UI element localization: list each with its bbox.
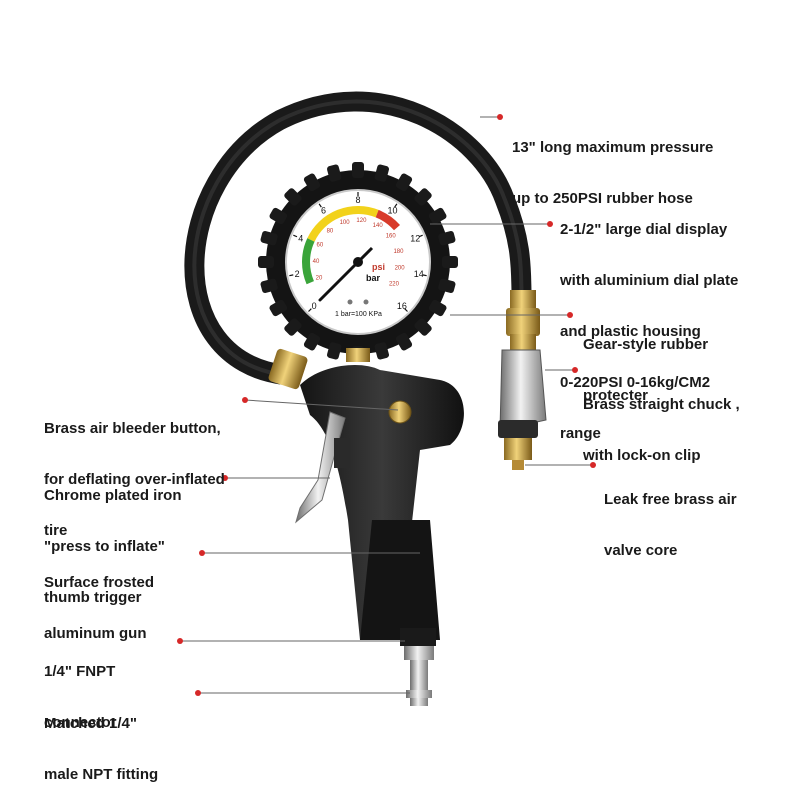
callout-fitting-line-2: male NPT fitting xyxy=(44,766,159,783)
gauge-bar-tick-label: 0 xyxy=(312,301,317,311)
gauge-psi-tick-label: 160 xyxy=(386,234,397,240)
aluminum-gun-body xyxy=(300,365,464,646)
gauge-yellow-band xyxy=(307,206,379,242)
callout-chuck-line-2: with lock-on clip xyxy=(583,447,701,464)
callout-dot-chuck xyxy=(572,367,578,373)
hose-brass-fitting-left xyxy=(268,348,308,390)
callout-dot-fitting xyxy=(195,690,201,696)
gauge-bar-tick-label: 14 xyxy=(414,269,424,279)
gauge-conversion-label: 1 bar=100 KPa xyxy=(335,311,382,318)
gauge-bar-tick-label: 10 xyxy=(387,205,397,215)
callout-connector: 1/4" FNPT connector xyxy=(44,629,117,748)
callout-trigger-line-3: thumb trigger xyxy=(44,589,142,606)
gauge-bar-tick xyxy=(318,203,322,208)
gauge-psi-tick-label: 80 xyxy=(327,229,334,235)
callout-dial: 2-1/2" large dial display with aluminium… xyxy=(560,187,738,459)
gauge-bar-tick-label: 2 xyxy=(295,269,300,279)
gauge-bar-tick-label: 8 xyxy=(355,195,360,205)
callout-connector-line-2: connector xyxy=(44,714,117,731)
gauge-bar-tick xyxy=(394,203,398,208)
gauge-bar-tick-label: 6 xyxy=(321,205,326,215)
gauge-psi-tick-label: 120 xyxy=(356,218,367,224)
callout-gear: Gear-style rubber protecter xyxy=(583,302,708,421)
callout-dot-hose xyxy=(497,114,503,120)
callout-dial-line-5: range xyxy=(560,425,601,442)
callout-dial-line-1: 2-1/2" large dial display xyxy=(560,221,728,238)
gauge-bar-tick xyxy=(404,308,408,312)
callout-dot-trigger xyxy=(222,475,228,481)
callout-gun-line-1: Surface frosted xyxy=(44,574,155,591)
gauge-red-band xyxy=(375,209,401,231)
gauge-bar-tick xyxy=(418,234,423,238)
callout-dot-gear xyxy=(567,312,573,318)
gauge-psi-tick-label: 20 xyxy=(316,276,323,282)
gauge-psi-tick-label: 200 xyxy=(395,266,406,272)
brass-chuck-assembly xyxy=(498,290,547,470)
gauge-bar-label: bar xyxy=(366,273,381,283)
callout-fitting-line-1: Matched 1/4" xyxy=(44,715,137,732)
gauge-psi-label: psi xyxy=(372,262,385,272)
callout-trigger: Chrome plated iron "press to inflate" th… xyxy=(44,453,182,623)
gauge-psi-tick-label: 40 xyxy=(313,259,320,265)
chrome-trigger[interactable] xyxy=(295,411,346,524)
callout-dial-line-4: 0-220PSI 0-16kg/CM2 xyxy=(560,374,711,391)
callout-hose: 13" long maximum pressure up to 250PSI r… xyxy=(512,105,713,224)
callout-trigger-line-1: Chrome plated iron xyxy=(44,487,182,504)
gauge-needle xyxy=(318,260,360,302)
gauge-psi-tick-label: 220 xyxy=(389,282,400,288)
callout-dot-connector xyxy=(177,638,183,644)
callout-bleeder-line-2: for deflating over-inflated xyxy=(44,471,225,488)
gauge-psi-tick-label: 60 xyxy=(317,242,324,248)
male-npt-fitting xyxy=(404,646,434,706)
gauge-bar-tick-label: 4 xyxy=(298,233,303,243)
callout-chuck-line-1: Brass straight chuck , xyxy=(583,396,740,413)
callout-dial-line-3: and plastic housing xyxy=(560,323,701,340)
callout-connector-line-1: 1/4" FNPT xyxy=(44,663,116,680)
gauge-psi-tick-label: 180 xyxy=(393,249,404,255)
callout-dot-core xyxy=(590,462,596,468)
callout-gear-line-1: Gear-style rubber xyxy=(583,336,709,353)
callout-dot-bleeder xyxy=(242,397,248,403)
gauge-bar-tick xyxy=(289,274,294,277)
callout-fitting: Matched 1/4" male NPT fitting xyxy=(44,681,158,800)
gauge-bar-tick-label: 12 xyxy=(410,233,420,243)
gauge-bar-tick-label: 16 xyxy=(397,301,407,311)
callout-hose-line-1: 13" long maximum pressure xyxy=(512,139,714,156)
gauge-bar-tick xyxy=(293,234,298,238)
callout-dial-line-2: with aluminium dial plate xyxy=(560,272,739,289)
callout-trigger-line-2: "press to inflate" xyxy=(44,538,165,555)
callout-bleeder: Brass air bleeder button, for deflating … xyxy=(44,386,225,556)
gauge-bar-tick xyxy=(422,274,427,277)
gauge-psi-tick-label: 140 xyxy=(373,223,384,229)
gauge-psi-tick-label: 100 xyxy=(340,220,351,226)
callout-gun-line-2: aluminum gun xyxy=(44,625,147,642)
gauge-bar-tick xyxy=(308,308,312,312)
callout-bleeder-line-3: tire xyxy=(44,522,68,539)
callout-core-line-1: Leak free brass air xyxy=(604,491,737,508)
callout-dot-gun xyxy=(199,550,205,556)
brass-bleeder-button[interactable] xyxy=(388,400,412,424)
callout-chuck: Brass straight chuck , with lock-on clip xyxy=(583,362,740,481)
gauge-green-band xyxy=(302,238,315,285)
gauge-brass-stem xyxy=(346,348,370,362)
callout-dot-dial xyxy=(547,221,553,227)
callout-core: Leak free brass air valve core xyxy=(604,457,737,576)
callout-hose-line-2: up to 250PSI rubber hose xyxy=(512,190,693,207)
callout-gun: Surface frosted aluminum gun xyxy=(44,540,154,659)
callout-core-line-2: valve core xyxy=(604,542,678,559)
callout-gear-line-2: protecter xyxy=(583,387,649,404)
callout-bleeder-line-1: Brass air bleeder button, xyxy=(44,420,221,437)
